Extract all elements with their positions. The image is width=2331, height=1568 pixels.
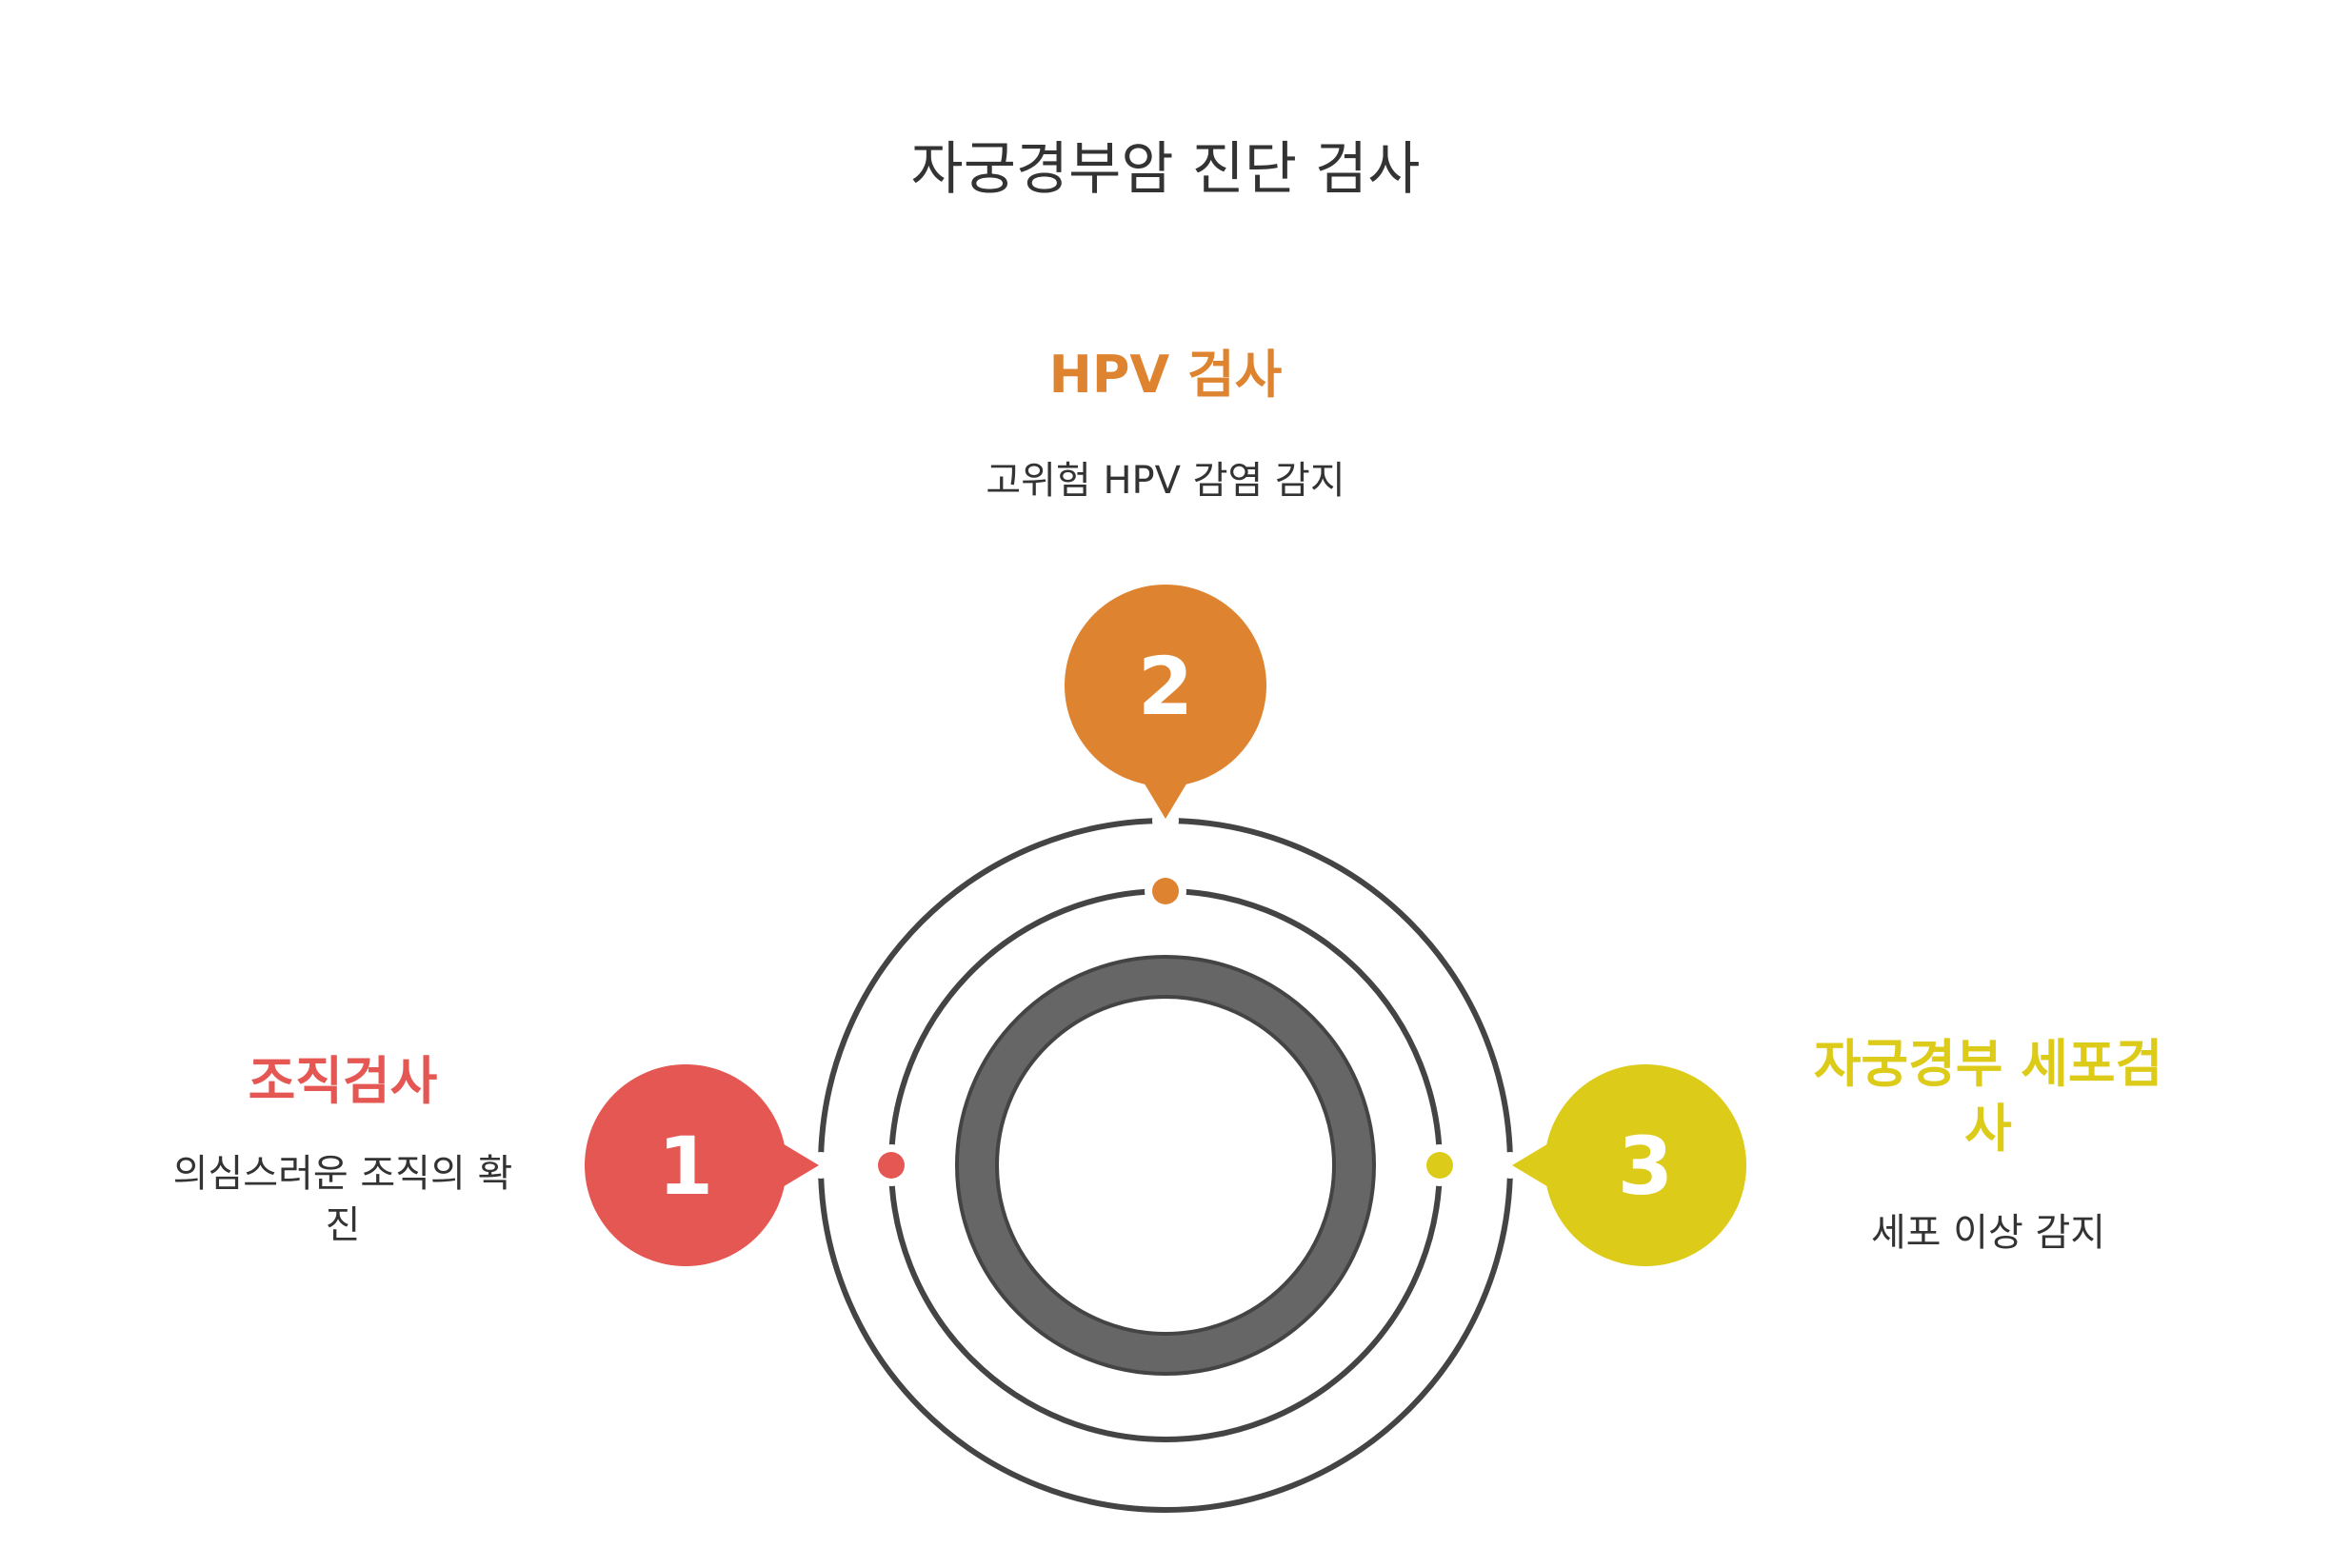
marker-dot-3 xyxy=(1426,1152,1453,1179)
step-1-number: 1 xyxy=(658,1120,713,1213)
step-3-circle xyxy=(1544,1064,1746,1266)
step-3-title-line2: 사 xyxy=(1964,1099,2012,1159)
marker-dot-1 xyxy=(878,1152,905,1179)
step-3-number: 3 xyxy=(1618,1120,1673,1213)
outer-ring xyxy=(818,818,1513,1513)
step-3-description: 세포 이상 감지 xyxy=(1871,1211,2105,1255)
pointer-gap-top xyxy=(1152,807,1179,834)
step-2-number: 2 xyxy=(1138,640,1193,733)
step-1-pointer xyxy=(771,1137,819,1194)
pointer-gap-left xyxy=(807,1152,834,1179)
step-2-bubble: 2 xyxy=(1065,585,1266,819)
step-1-title: 조직검사 xyxy=(249,1051,438,1111)
inner-ring-fill xyxy=(959,959,1372,1372)
step-2-title: HPV 검사 xyxy=(1049,345,1283,405)
step-1-bubble: 1 xyxy=(585,1064,819,1266)
step-3-title-line1: 자궁경부 세포검 xyxy=(1814,1034,2163,1094)
step-1-description-line1: 의심스러운 조직의 확 xyxy=(173,1152,513,1196)
pointer-gap-right xyxy=(1497,1152,1524,1179)
step-3-pointer xyxy=(1512,1137,1560,1194)
step-1-description-line2: 진 xyxy=(326,1203,361,1247)
step-2-description: 고위험 HPV 감염 감지 xyxy=(986,459,1345,503)
step-2-circle xyxy=(1065,585,1266,786)
marker-dot-2 xyxy=(1152,878,1179,904)
step-1-circle xyxy=(585,1064,787,1266)
step-3-bubble: 3 xyxy=(1512,1064,1746,1266)
diagram-title: 자궁경부암 진단 검사 xyxy=(911,136,1421,203)
step-2-pointer xyxy=(1137,771,1194,819)
